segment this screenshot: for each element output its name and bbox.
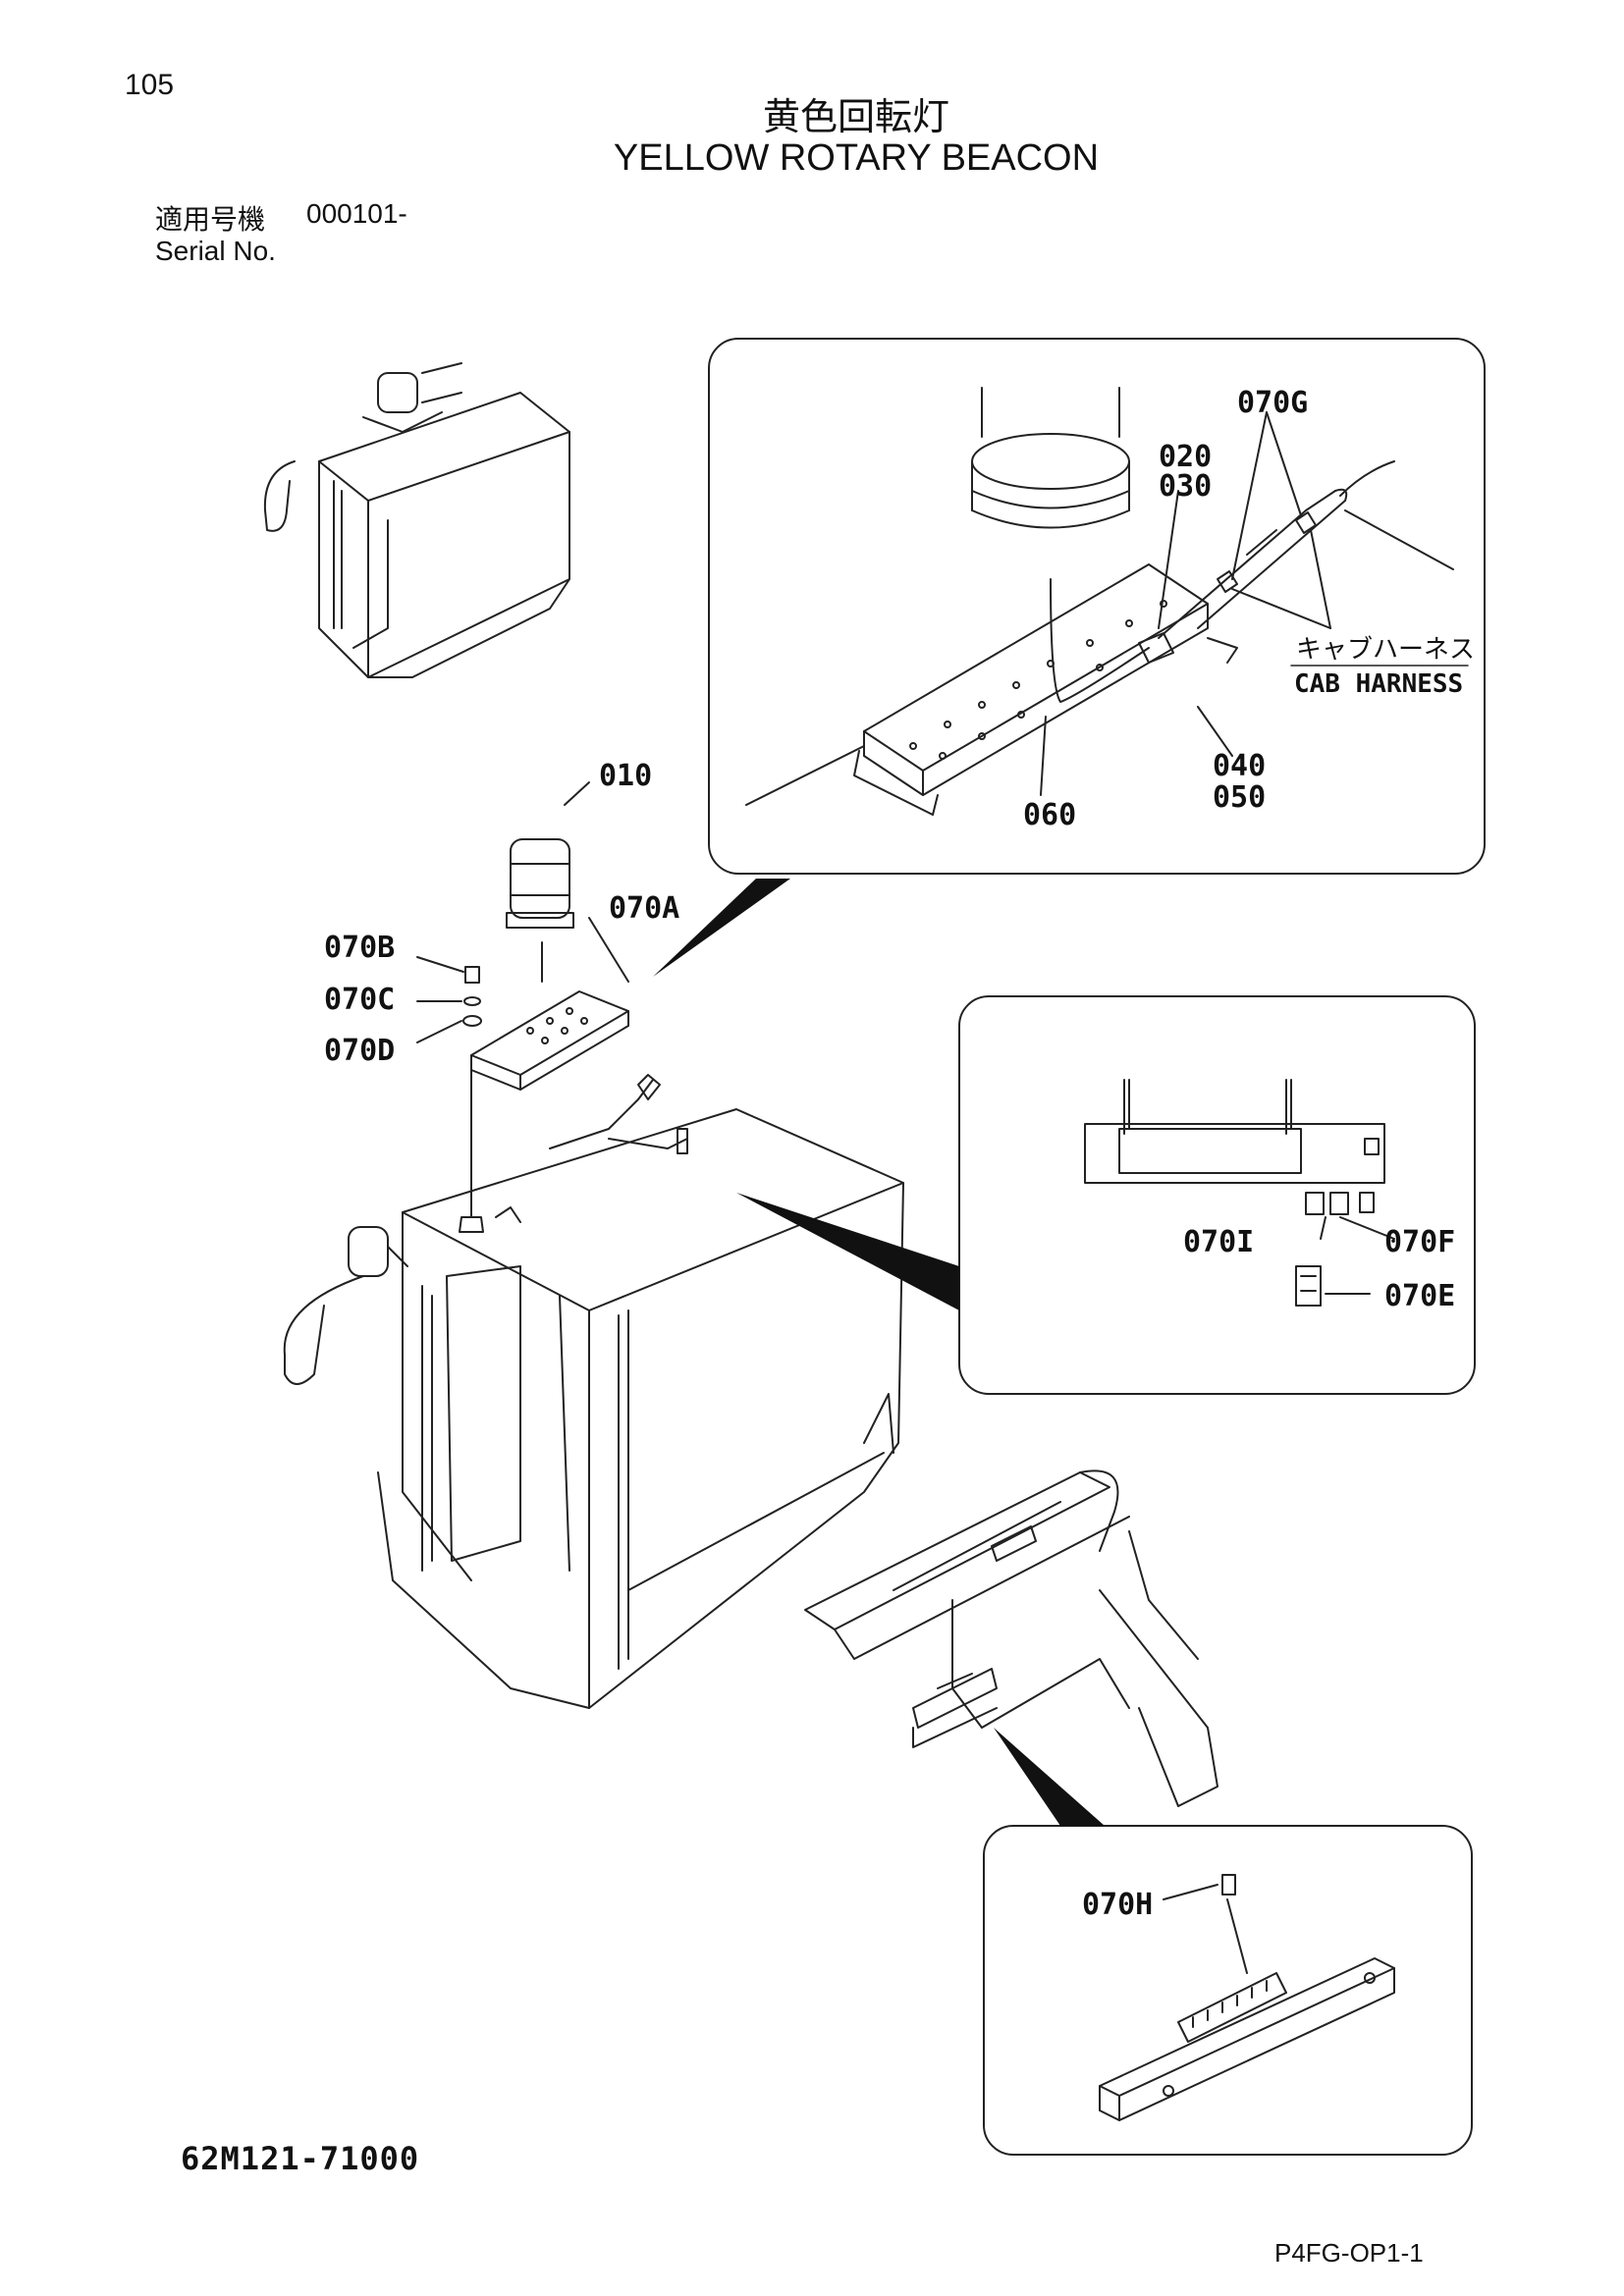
page-title-jp: 黄色回転灯 bbox=[762, 95, 949, 138]
console-assembly bbox=[804, 1469, 1218, 1807]
callout-010: 010 bbox=[599, 759, 652, 793]
bolt-washer-stack bbox=[462, 966, 482, 1027]
bracket-070A bbox=[459, 990, 629, 1233]
callout-040: 040 bbox=[1213, 749, 1266, 783]
serial-label-jp: 適用号機 bbox=[155, 203, 266, 236]
serial-label-en: Serial No. bbox=[155, 236, 276, 266]
callout-070B: 070B bbox=[324, 931, 395, 965]
cab-overview-small bbox=[263, 362, 570, 678]
callout-020: 020 bbox=[1159, 440, 1212, 474]
page-number: 105 bbox=[125, 69, 175, 101]
detail-mid bbox=[1084, 1079, 1395, 1307]
callout-cab-harness-en: CAB HARNESS bbox=[1294, 669, 1463, 699]
page-code: P4FG-OP1-1 bbox=[1274, 2238, 1424, 2268]
callout-070G: 070G bbox=[1237, 386, 1308, 420]
callout-070C: 070C bbox=[324, 983, 395, 1017]
callout-070F: 070F bbox=[1384, 1225, 1455, 1259]
callout-060: 060 bbox=[1023, 798, 1076, 832]
callout-070D: 070D bbox=[324, 1034, 395, 1068]
drawing-number: 62M121-71000 bbox=[181, 2140, 420, 2177]
callout-070H: 070H bbox=[1082, 1888, 1153, 1922]
beacon-010 bbox=[506, 838, 574, 983]
page-title-en: YELLOW ROTARY BEACON bbox=[613, 137, 1100, 179]
detail-top bbox=[745, 387, 1469, 816]
detail-bottom bbox=[1099, 1874, 1395, 2121]
callout-070I: 070I bbox=[1183, 1225, 1254, 1259]
callout-cab-harness-jp: キャブハーネス bbox=[1296, 635, 1475, 665]
callout-070A: 070A bbox=[609, 891, 679, 926]
callout-050: 050 bbox=[1213, 780, 1266, 815]
callout-070E: 070E bbox=[1384, 1279, 1455, 1313]
callout-030: 030 bbox=[1159, 469, 1212, 504]
roof-harness bbox=[495, 1074, 688, 1223]
serial-value: 000101- bbox=[306, 198, 407, 229]
main-cab bbox=[283, 1108, 904, 1709]
